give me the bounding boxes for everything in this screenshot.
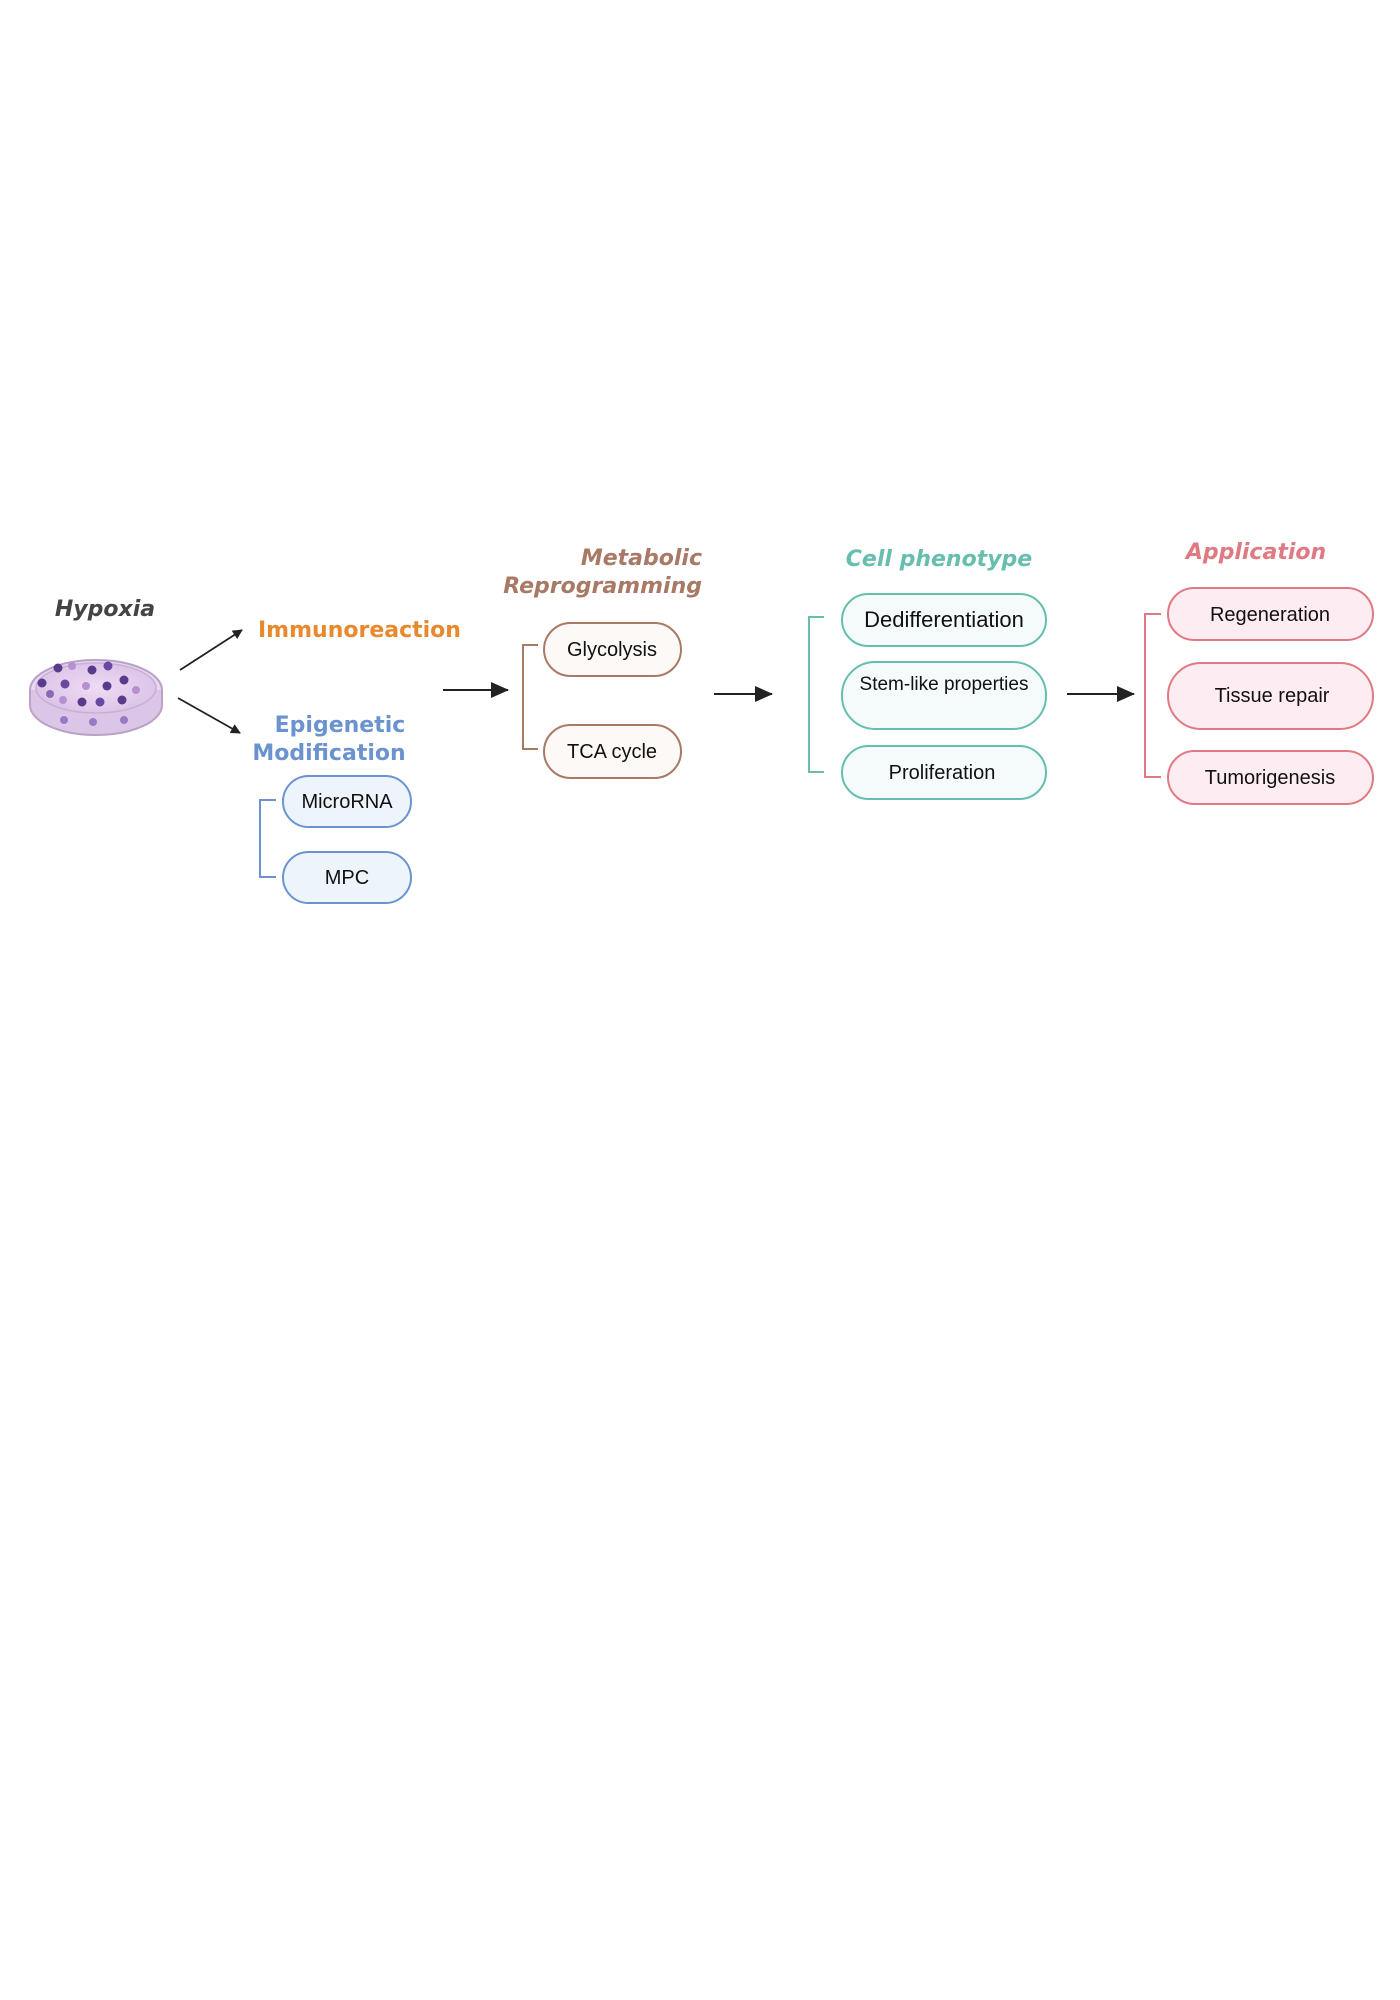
epigenetic-title-line1: Epigenetic	[275, 713, 406, 738]
application-item-label: Regeneration	[1210, 604, 1330, 626]
phenotype-bracket	[808, 616, 824, 773]
epigenetic-item-label: MicroRNA	[301, 791, 393, 813]
application-item-label: Tumorigenesis	[1205, 767, 1335, 789]
application-bracket	[1144, 613, 1161, 778]
metabolic-title-line2: Reprogramming	[503, 574, 702, 599]
metabolic-item-label: TCA cycle	[567, 741, 657, 763]
phenotype-item-dedifferentiation: Dedifferentiation	[841, 593, 1047, 647]
immunoreaction-title: Immunoreaction	[258, 618, 461, 643]
metabolic-item-glycolysis: Glycolysis	[543, 622, 682, 677]
metabolic-item-tca-cycle: TCA cycle	[543, 724, 682, 779]
phenotype-item-stem-like-properties: Stem-like properties	[841, 661, 1047, 730]
arrow-to-immunoreaction	[179, 629, 243, 671]
epigenetic-item-mpc: MPC	[282, 851, 412, 904]
application-item-tumorigenesis: Tumorigenesis	[1167, 750, 1374, 805]
metabolic-title-line1: Metabolic	[581, 546, 702, 571]
metabolic-bracket	[522, 644, 538, 750]
application-item-regeneration: Regeneration	[1167, 587, 1374, 641]
application-item-tissue-repair: Tissue repair	[1167, 662, 1374, 730]
arrow-to-epigenetic	[177, 697, 241, 734]
application-title: Application	[1184, 540, 1326, 565]
phenotype-item-proliferation: Proliferation	[841, 745, 1047, 800]
epigenetic-title-line2: Modification	[252, 741, 405, 766]
hypoxia-title: Hypoxia	[55, 597, 155, 622]
phenotype-item-label: Proliferation	[889, 762, 996, 784]
application-item-label: Tissue repair	[1215, 685, 1330, 707]
petri-dish-icon	[29, 659, 163, 736]
phenotype-title: Cell phenotype	[846, 547, 1033, 572]
phenotype-item-label: Dedifferentiation	[864, 607, 1024, 632]
epigenetic-item-label: MPC	[325, 867, 369, 889]
epigenetic-item-microrna: MicroRNA	[282, 775, 412, 828]
epigenetic-bracket	[259, 799, 276, 878]
metabolic-item-label: Glycolysis	[567, 639, 657, 661]
phenotype-item-label: Stem-like properties	[860, 674, 1029, 695]
